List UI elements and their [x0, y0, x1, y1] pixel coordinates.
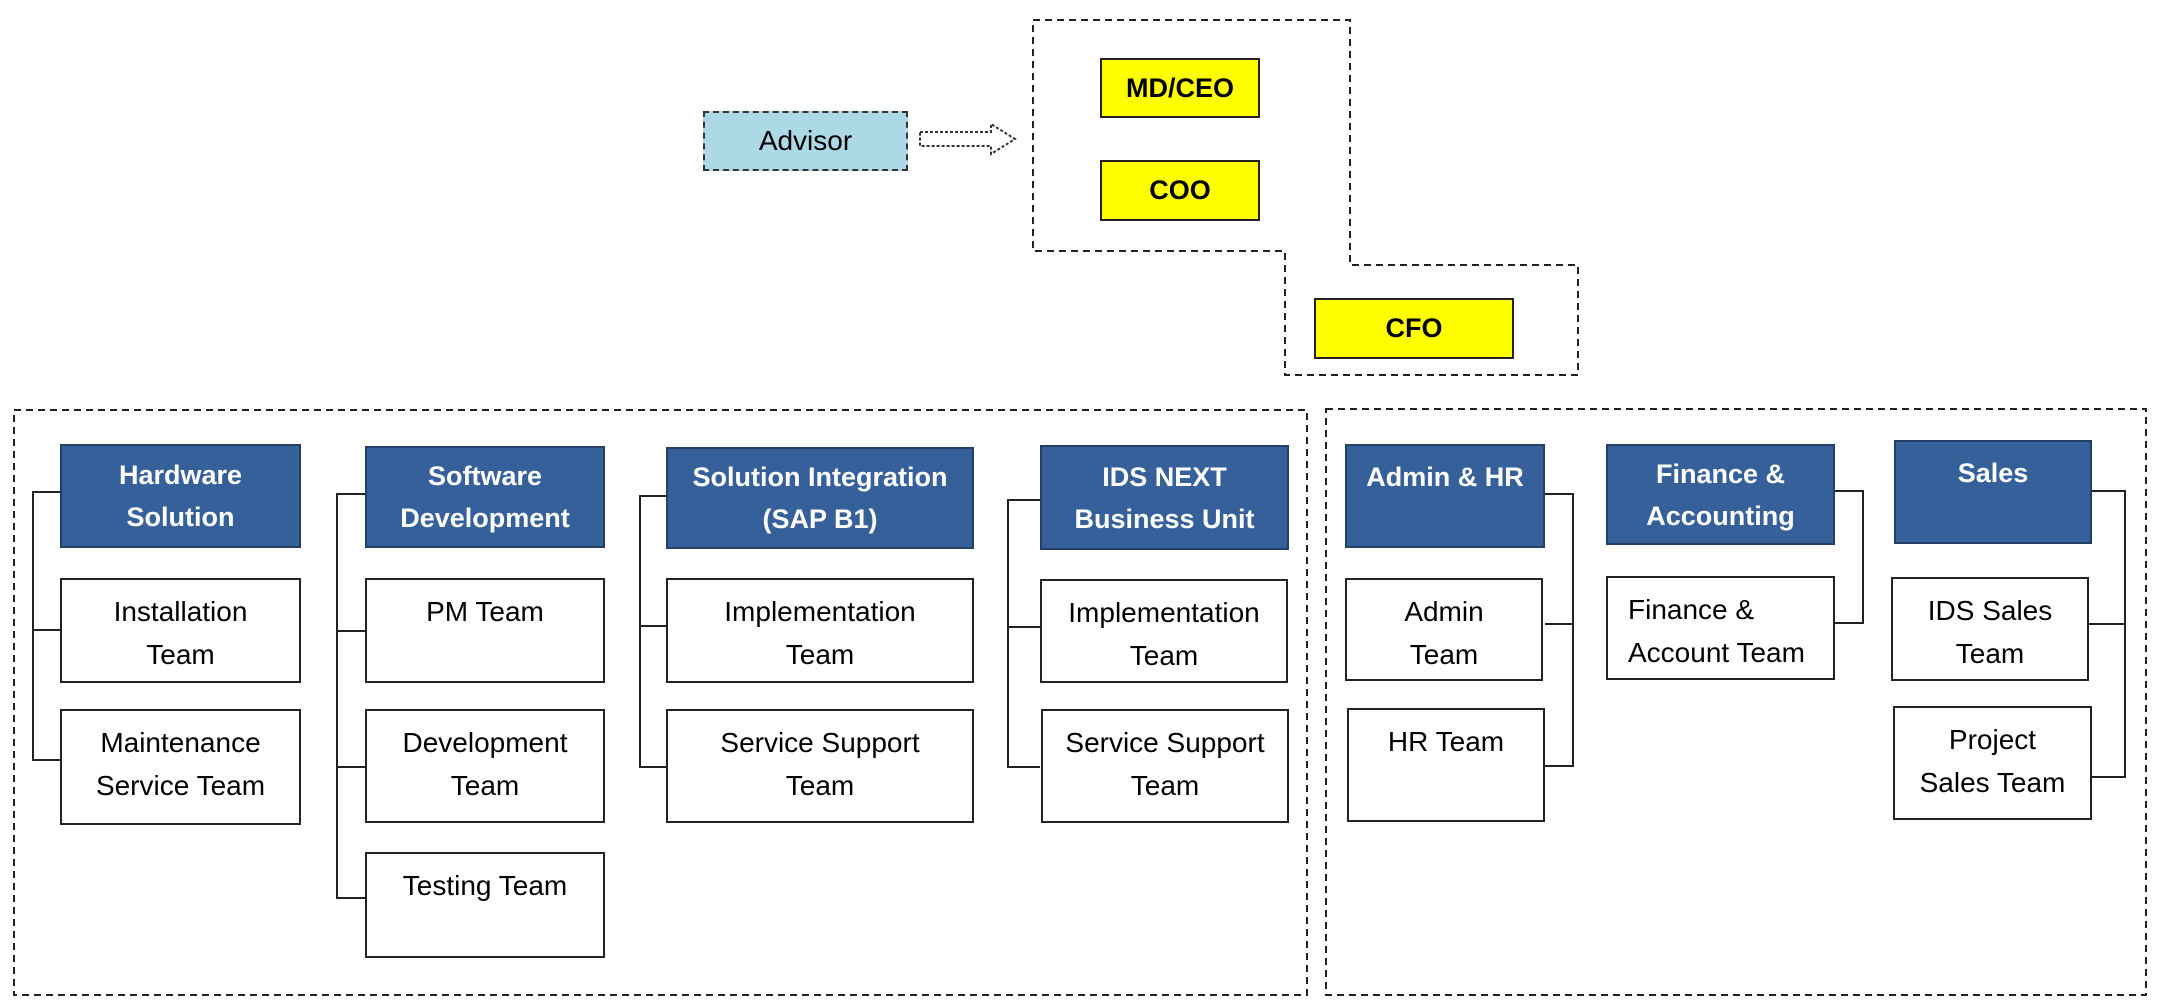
team-testing: Testing Team [365, 852, 605, 958]
team-hr: HR Team [1347, 708, 1545, 822]
advisor-label: Advisor [758, 125, 853, 156]
md-ceo-box: MD/CEO [1100, 58, 1260, 118]
cfo-label: CFO [1385, 313, 1443, 343]
division-head-finance-accounting: Finance & Accounting [1606, 444, 1835, 545]
division-head-solution-integration: Solution Integration (SAP B1) [666, 447, 974, 549]
coo-box: COO [1100, 160, 1260, 221]
coo-label: COO [1149, 175, 1211, 205]
team-development: Development Team [365, 709, 605, 823]
advisor-box: Advisor [703, 111, 908, 171]
team-ids-sales: IDS Sales Team [1891, 577, 2089, 681]
division-head-software-development: Software Development [365, 446, 605, 548]
team-maintenance-service: Maintenance Service Team [60, 709, 301, 825]
team-pm: PM Team [365, 578, 605, 683]
advisor-arrow [919, 122, 1017, 156]
division-head-hardware-solution: Hardware Solution [60, 444, 301, 548]
team-service-support-sap: Service Support Team [666, 709, 974, 823]
executive-group-outline [1032, 19, 1579, 376]
team-implementation-sap: Implementation Team [666, 578, 974, 683]
cfo-box: CFO [1314, 298, 1514, 359]
team-implementation-ids: Implementation Team [1040, 579, 1288, 683]
team-service-support-ids: Service Support Team [1041, 709, 1289, 823]
division-head-admin-hr: Admin & HR [1345, 444, 1545, 548]
division-head-ids-next: IDS NEXT Business Unit [1040, 445, 1289, 550]
team-project-sales: Project Sales Team [1893, 706, 2092, 820]
team-finance-account: Finance & Account Team [1606, 576, 1835, 680]
technical-divisions-outline [13, 409, 1308, 996]
team-installation: Installation Team [60, 578, 301, 683]
team-admin: Admin Team [1345, 578, 1543, 681]
support-divisions-outline [1325, 408, 2147, 996]
division-head-sales: Sales [1894, 440, 2092, 544]
md-ceo-label: MD/CEO [1126, 72, 1234, 103]
bracket-connectors [32, 490, 2126, 899]
